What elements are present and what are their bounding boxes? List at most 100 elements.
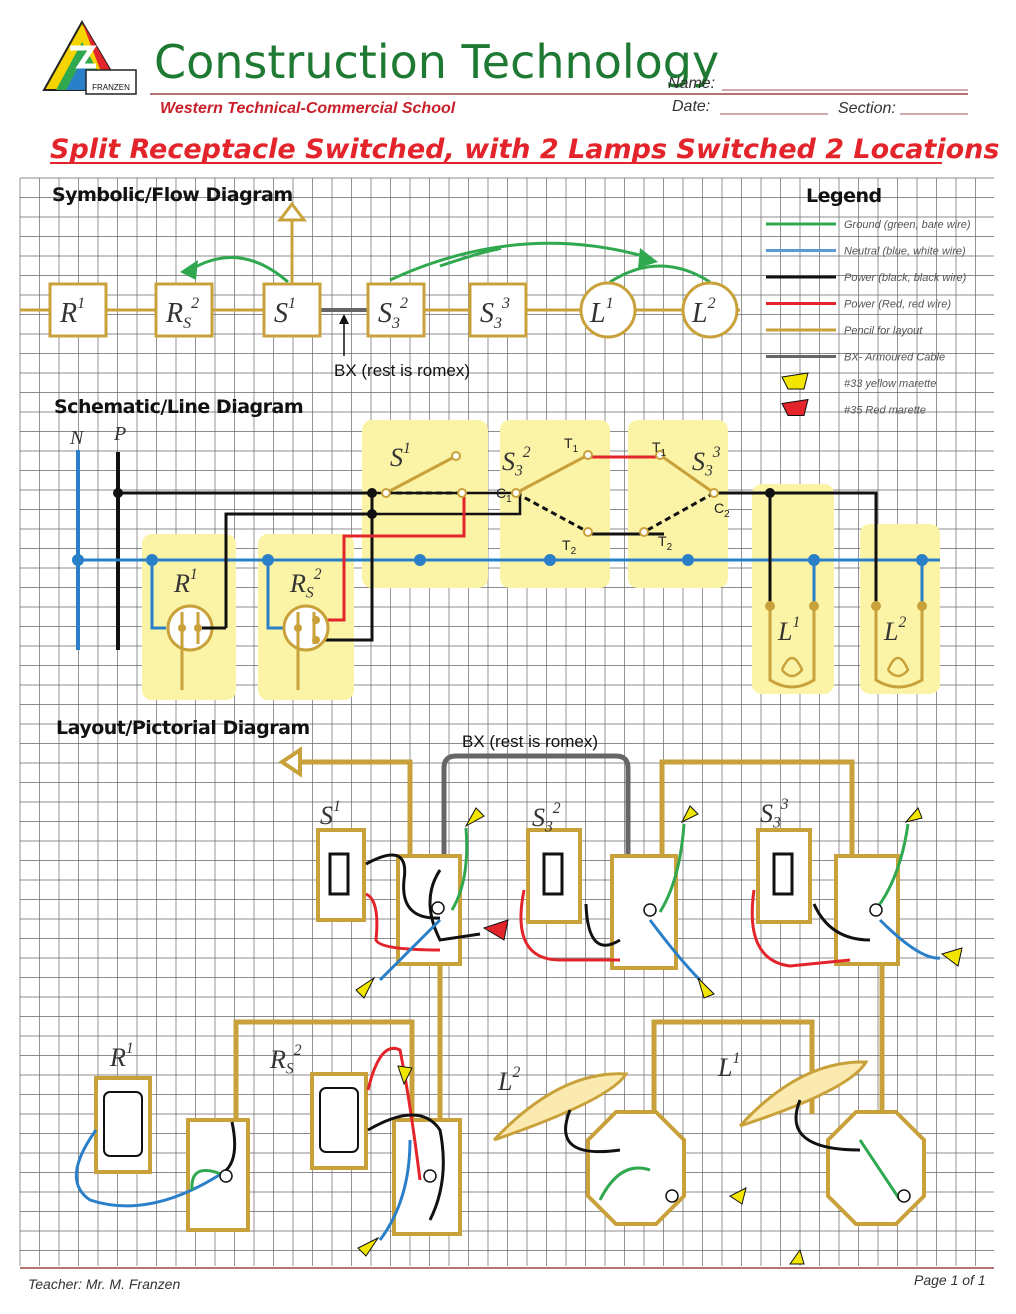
r1-receptacle-device [75,1076,250,1232]
bus-n-label: N [69,427,85,449]
legend-label: Power (Red, red wire) [844,299,951,311]
device-label: S1 [320,798,341,830]
device-label: L1 [777,614,800,646]
device-label: L2 [883,614,906,646]
symbolic-flow-arrow-2 [389,241,651,282]
t1-label-s32: T [564,435,573,451]
s3-3-blade [659,453,715,495]
legend-label: Neutral (blue, white wire) [844,246,966,258]
device-label: S32 [532,800,561,836]
l1-lamp-symbol [765,601,819,689]
legend-item-6: #33 yellow marette [781,372,936,390]
t2-label-s33: T [658,533,667,549]
symbolic-flow-arrow-1 [189,256,289,284]
device-label: S33 [692,444,721,480]
symbolic-device-label: S1 [274,295,296,329]
s3-2-switch-device [519,805,715,999]
legend-title: Legend [806,185,882,207]
layout-supply-cable [300,759,413,856]
l2-lamp-symbol [871,601,927,689]
svg-text:T1: T1 [652,439,667,459]
svg-text:C2: C2 [714,500,730,520]
legend-item-2: Power (black, black wire) [766,272,967,284]
legend-label: #33 yellow marette [844,378,936,390]
legend-label: Power (black, black wire) [844,272,967,284]
logo: FRANZEN [42,19,137,95]
symbolic-device-label: S32 [378,295,408,332]
header-title: Construction Technology [154,35,719,89]
symbolic-bx-note: BX (rest is romex) [334,361,470,380]
legend-item-7: #35 Red marette [781,398,926,417]
legend-item-5: BX- Armoured Cable [766,352,945,364]
legend-label: #35 Red marette [844,405,926,417]
l1-lamp-device [729,1060,926,1265]
legend-item-4: Pencil for layout [766,325,923,337]
device-label: L2 [497,1064,520,1096]
svg-text:T1: T1 [564,435,579,455]
legend-item-1: Neutral (blue, white wire) [766,246,966,258]
schematic-title: Schematic/Line Diagram [54,396,303,418]
rs2-receptacle-device [310,1047,462,1257]
pictorial-diagram: Layout/Pictorial Diagram BX (rest is rom… [56,717,963,1265]
symbolic-device-label: L2 [691,295,716,329]
symbolic-device-label: R1 [59,295,85,329]
svg-text:T2: T2 [658,533,673,553]
layout-title: Layout/Pictorial Diagram [56,717,310,739]
device-label: R1 [173,566,198,598]
school-name: Western Technical-Commercial School [160,100,456,117]
page-number: Page 1 of 1 [914,1272,986,1288]
legend-label: BX- Armoured Cable [844,352,945,364]
t2-label-s32: T [562,537,571,553]
s1-switch-device [316,807,509,999]
teacher-name: Teacher: Mr. M. Franzen [28,1276,180,1292]
main-title: Split Receptacle Switched, with 2 Lamps … [50,134,999,165]
symbolic-device-label: L1 [589,295,614,329]
legend-item-0: Ground (green, bare wire) [766,219,971,231]
symbolic-title: Symbolic/Flow Diagram [52,184,293,206]
device-label: S1 [390,440,411,472]
symbolic-device-label: RS2 [165,295,199,332]
device-label: L1 [717,1050,740,1082]
name-label: Name: [668,75,715,92]
s3-3-switch-device [750,807,963,968]
layout-bx-cable [441,753,631,856]
device-label: RS2 [269,1042,302,1078]
red-switched-leg [316,493,466,622]
symbolic-device-5: L1 [579,281,637,339]
symbolic-device-3: S32 [366,282,426,338]
highlight-l1 [752,484,834,694]
bus-p-label: P [113,423,126,445]
symbolic-device-2: S1 [262,282,322,338]
symbolic-device-label: S33 [480,295,510,332]
schematic-diagram: Schematic/Line Diagram N P [54,396,940,700]
graph-grid [19,177,994,1266]
legend-label: Pencil for layout [844,325,923,337]
l2-lamp-device [492,1072,686,1226]
highlight-s3-2 [500,420,610,588]
symbolic-device-4: S33 [468,282,528,338]
legend-item-3: Power (Red, red wire) [766,299,951,311]
section-label: Section: [838,100,896,117]
highlight-l2 [860,524,940,694]
device-label: S33 [760,796,789,832]
logo-text: FRANZEN [92,83,130,92]
rs2-receptacle-symbol [282,604,330,690]
symbolic-device-1: RS2 [154,282,214,338]
legend: Legend Ground (green, bare wire) Neutral … [766,185,971,417]
svg-text:C1: C1 [496,485,512,505]
s1-switch-blade [385,454,457,495]
symbolic-device-0: R1 [48,282,108,338]
r1-receptacle-symbol [166,604,226,690]
header: FRANZEN Construction Technology Western … [42,19,968,117]
legend-label: Ground (green, bare wire) [844,219,971,231]
layout-bx-note: BX (rest is romex) [462,732,598,751]
highlight-s1 [362,420,488,588]
date-label: Date: [672,98,710,115]
device-label: R1 [109,1040,134,1072]
device-label: S32 [502,444,531,480]
svg-text:T2: T2 [562,537,577,557]
t1-label-s33: T [652,439,661,455]
highlight-s3-3 [628,420,728,588]
